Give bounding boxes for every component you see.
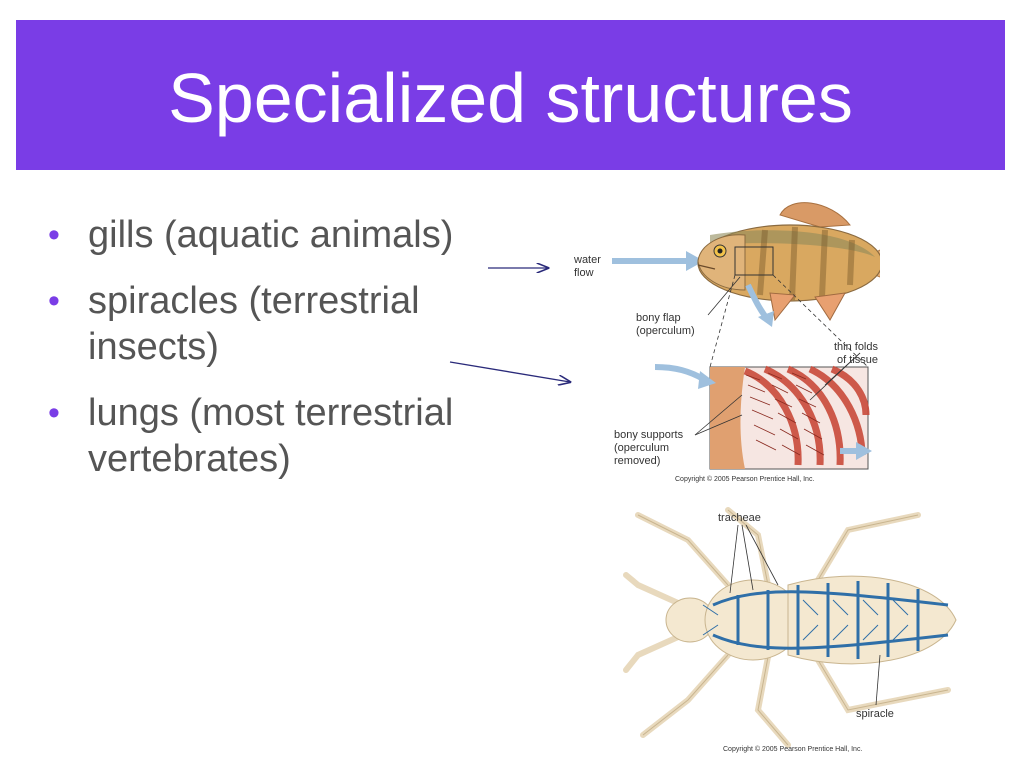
spiracle-label: spiracle	[856, 708, 894, 720]
water-flow-label-2: flow	[574, 267, 594, 279]
thin-folds-label-2: of tissue	[837, 354, 878, 366]
svg-text:of tissue: of tissue	[837, 354, 878, 366]
insect-tracheae-figure: tracheae spiracle Copyright © 2005 Pears…	[623, 507, 957, 753]
svg-text:(operculum: (operculum	[614, 442, 669, 454]
bony-supports-label-3: removed)	[614, 455, 660, 467]
title-bar: Specialized structures	[16, 20, 1005, 170]
bony-supports-label-2: (operculum	[614, 442, 669, 454]
fish-copyright: Copyright © 2005 Pearson Prentice Hall, …	[675, 475, 814, 483]
bullet-icon: •	[48, 282, 60, 320]
slide-title: Specialized structures	[168, 59, 853, 137]
fish-icon	[697, 202, 880, 322]
bullet-text: gills (aquatic animals)	[88, 214, 454, 256]
bony-flap-label: bony flap	[636, 312, 681, 324]
bullet-text: lungs (most terrestrial vertebrates)	[88, 392, 454, 480]
bullet-item: • lungs (most terrestrial vertebrates)	[48, 390, 508, 482]
spiracles-arrow	[449, 361, 570, 382]
bullet-item: • spiracles (terrestrial insects)	[48, 278, 508, 370]
bullet-icon: •	[48, 394, 60, 432]
insect-copyright: Copyright © 2005 Pearson Prentice Hall, …	[723, 745, 862, 753]
tracheae-label: tracheae	[718, 512, 761, 524]
svg-text:removed): removed)	[614, 455, 660, 467]
fish-gill-figure: water flow bony flap (operculum)	[573, 202, 880, 483]
bullet-item: • gills (aquatic animals)	[48, 212, 508, 258]
bony-flap-label-2: (operculum)	[636, 325, 695, 337]
bullet-text: spiracles (terrestrial insects)	[88, 280, 420, 368]
svg-text:flow: flow	[574, 267, 594, 279]
water-flow-label: water	[573, 254, 601, 266]
bullet-list: • gills (aquatic animals) • spiracles (ter…	[48, 212, 508, 502]
thin-folds-label: thin folds	[834, 341, 879, 353]
insect-icon	[623, 507, 957, 748]
bony-supports-label: bony supports	[614, 429, 684, 441]
svg-text:(operculum): (operculum)	[636, 325, 695, 337]
bullet-icon: •	[48, 216, 60, 254]
